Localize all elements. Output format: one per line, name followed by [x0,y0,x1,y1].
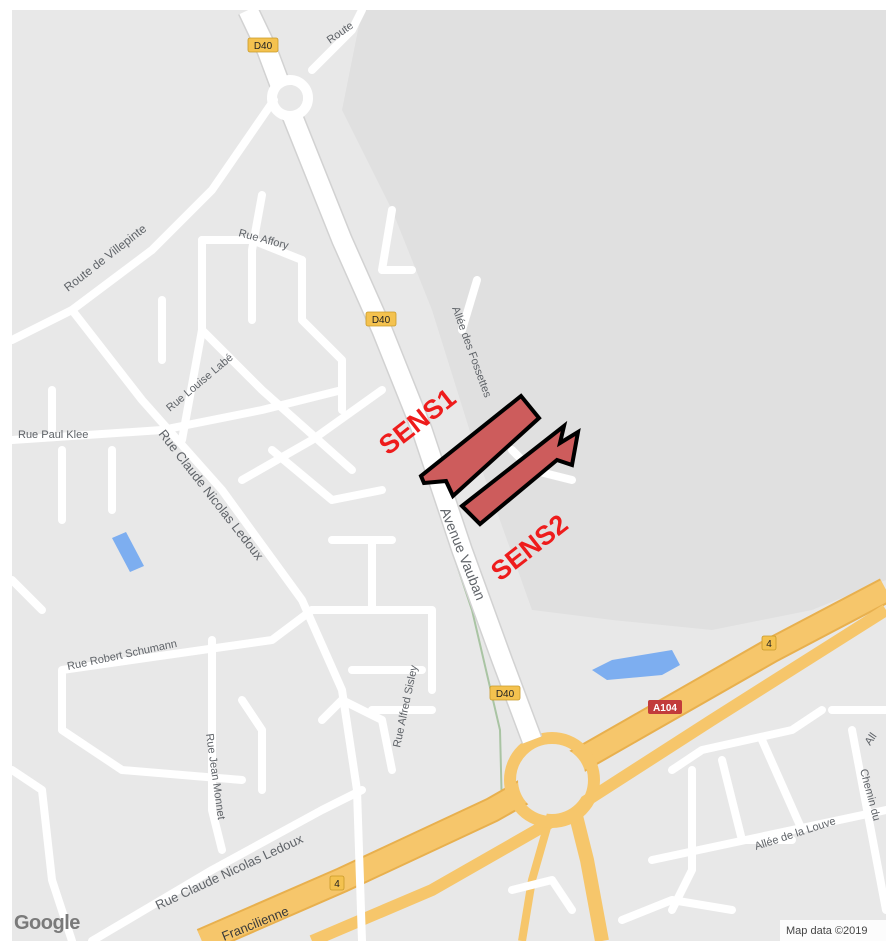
map-canvas: Route Route de Villepinte Rue Affory All… [12,10,886,941]
svg-text:A104: A104 [653,703,677,714]
roundabout-south [504,732,600,828]
label-rue-paul-klee: Rue Paul Klee [18,429,88,441]
avenue-vauban-road [238,10,543,744]
shield-d40-mid: D40 [365,311,397,327]
map-attribution[interactable]: Map data ©2019 [780,920,886,941]
svg-text:4: 4 [334,879,340,890]
svg-text:D40: D40 [496,689,515,700]
svg-text:4: 4 [766,639,772,650]
shield-n4-right: 4 [761,635,777,651]
map-viewport[interactable]: Route Route de Villepinte Rue Affory All… [12,10,886,941]
shield-d40-top: D40 [247,37,279,53]
sens2-arrow [458,420,581,527]
industrial-zone [342,10,886,630]
sens1-arrow [418,393,542,500]
label-all-partial: All [863,731,880,748]
local-streets [12,10,886,941]
svg-text:D40: D40 [254,41,273,52]
svg-text:D40: D40 [372,315,391,326]
pond-west [112,532,144,572]
pond-east [592,650,680,680]
shield-a104: A104 [648,700,682,714]
shield-d40-bottom: D40 [489,685,521,701]
shield-n4-bottom: 4 [329,875,345,891]
google-logo: Google [14,912,80,934]
